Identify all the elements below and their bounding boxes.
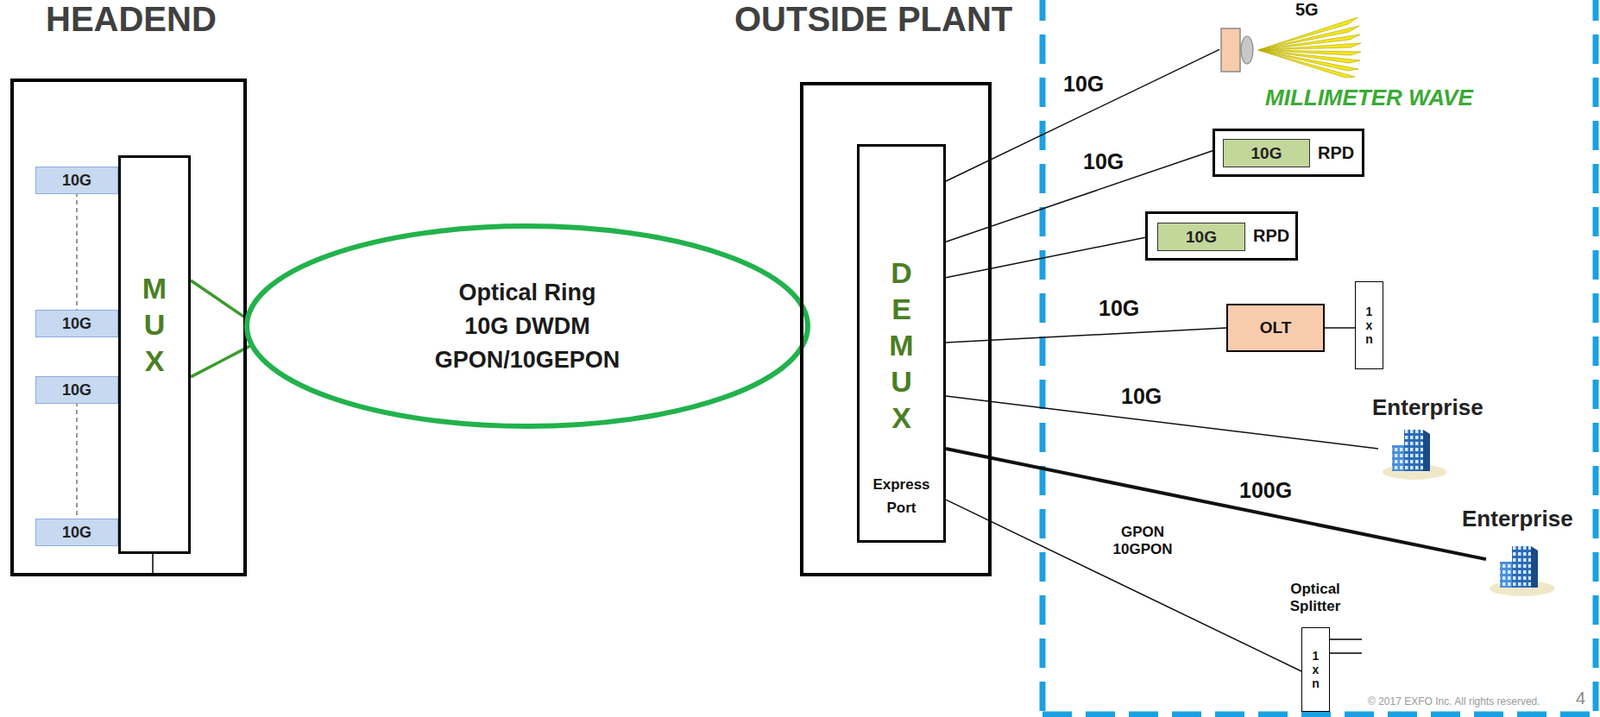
- splitter-label: 1 x n: [1311, 648, 1320, 691]
- service-label: 5G: [1295, 0, 1319, 19]
- link-line: [945, 49, 1220, 182]
- beam: [1258, 50, 1359, 71]
- page-number: 4: [1575, 688, 1586, 708]
- link-label: 10G: [1119, 384, 1164, 409]
- ellipsis-line: [75, 192, 78, 310]
- port-box: 10G: [1157, 222, 1246, 252]
- building-wing: [1392, 445, 1405, 472]
- building-windows: [1392, 445, 1405, 472]
- building-icon: [1382, 429, 1447, 480]
- port-label: 10G: [62, 380, 92, 400]
- mux-label: M U X: [142, 270, 167, 379]
- enterprise-node: Enterprise: [1378, 422, 1448, 482]
- antenna-icon: [1221, 17, 1361, 78]
- antenna-node: 5GMILLIMETER WAVE: [1219, 25, 1261, 75]
- headend-box: HEADENDM U X10G10G10G10G: [10, 78, 247, 577]
- ring-label: 10G DWDM: [464, 309, 591, 344]
- service-label: MILLIMETER WAVE: [1265, 84, 1474, 111]
- copyright-note: © 2017 EXFO Inc. All rights reserved.: [1367, 695, 1541, 709]
- ellipsis-line: [75, 402, 78, 519]
- site-label: Enterprise: [1372, 394, 1484, 421]
- device-label: RPD: [1253, 225, 1290, 246]
- link-line: [945, 396, 1379, 449]
- link-label: 10G: [1096, 296, 1141, 321]
- link-line: [1324, 327, 1355, 329]
- building-icon: [1489, 546, 1556, 597]
- splitter-label: 1 x n: [1365, 304, 1374, 347]
- frame-line: [1039, 0, 1046, 717]
- ring-ellipse: [246, 226, 808, 427]
- port-label: Express Port: [872, 472, 930, 520]
- splitter-box: Optical Splitter1 x n: [1301, 627, 1330, 712]
- outside-plant-frame: [1042, 0, 1600, 717]
- mux-box: M U X: [118, 155, 191, 555]
- port-box: 10G: [35, 309, 119, 338]
- ring-label: Optical Ring: [458, 276, 596, 310]
- link-line: [190, 280, 248, 320]
- link-line: [945, 499, 1302, 672]
- optical-ring: Optical Ring10G DWDMGPON/10GEPON: [244, 223, 811, 429]
- port-label: 10G: [1185, 227, 1217, 247]
- region-heading: OUTSIDE PLANT: [734, 0, 1013, 40]
- link-line: [945, 448, 1487, 560]
- link-label: 100G: [1237, 478, 1294, 503]
- splitter-output: [1329, 652, 1362, 655]
- port-box: 10G: [35, 166, 119, 195]
- link-label: 10G: [1081, 150, 1126, 174]
- building-windows: [1499, 561, 1512, 588]
- mux-stub: [151, 552, 154, 577]
- enterprise-node: Enterprise: [1486, 539, 1558, 599]
- building-side: [1423, 429, 1430, 472]
- link-line: [190, 345, 252, 378]
- beam: [1258, 50, 1355, 78]
- outside-plant-box: OUTSIDE PLANTD E M U XExpress Port: [800, 81, 992, 577]
- building-tower: [1511, 546, 1531, 588]
- port-box: 10G: [35, 376, 119, 404]
- port-label: 10G: [62, 170, 92, 190]
- beam: [1258, 34, 1361, 51]
- rpd-box: RPD 10G: [1212, 128, 1365, 177]
- ring-label: GPON/10GEPON: [434, 343, 621, 378]
- frame-line: [1593, 0, 1600, 715]
- region-heading: HEADEND: [45, 0, 217, 40]
- port-label: 10G: [1251, 144, 1283, 164]
- port-box: 10G: [35, 518, 119, 547]
- link-line: [945, 237, 1146, 278]
- rpd-box: RPD 10G: [1145, 211, 1298, 261]
- beam: [1258, 43, 1361, 51]
- demux-label: D E M U X: [888, 254, 914, 436]
- splitter-output: [1329, 638, 1362, 641]
- antenna-dish: [1240, 36, 1254, 64]
- link-label: GPON 10GPON: [1111, 523, 1175, 559]
- site-label: Enterprise: [1461, 505, 1574, 532]
- port-label: 10G: [62, 314, 92, 334]
- device-label: OLT: [1259, 318, 1292, 338]
- building-side: [1530, 546, 1538, 588]
- demux-box: D E M U X Express Port: [856, 144, 946, 543]
- antenna-body: [1221, 28, 1241, 72]
- link-label: 10G: [1061, 72, 1106, 96]
- olt-box: OLT: [1226, 303, 1325, 353]
- building-windows: [1404, 429, 1424, 472]
- building-wing: [1499, 561, 1512, 588]
- frame-line: [1042, 711, 1600, 717]
- link-line: [945, 327, 1227, 343]
- device-label: RPD: [1317, 142, 1355, 164]
- port-box: 10G: [1222, 138, 1311, 168]
- device-label: Optical Splitter: [1290, 580, 1342, 616]
- splitter-box: 1 x n: [1354, 281, 1384, 370]
- port-label: 10G: [62, 522, 92, 542]
- building-tower: [1404, 429, 1424, 472]
- building-windows: [1511, 546, 1531, 588]
